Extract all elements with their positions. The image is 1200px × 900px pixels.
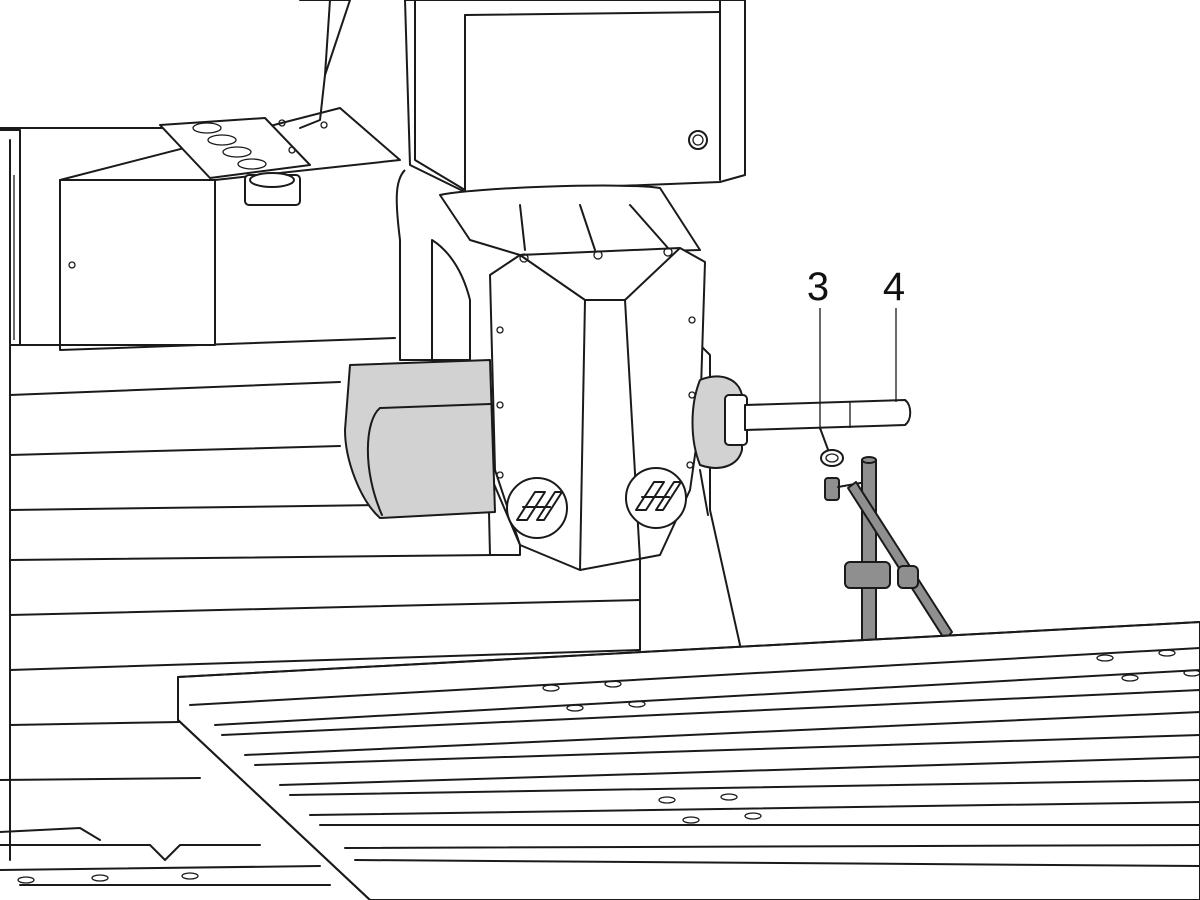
- tool-changer: [59, 0, 401, 346]
- machine-table: [177, 621, 1200, 900]
- logo-right: [625, 467, 687, 529]
- callout-3-label: 3: [807, 265, 829, 309]
- callout-4: 4: [883, 265, 905, 402]
- callout-4-label: 4: [883, 265, 905, 309]
- spindle-head: [404, 0, 746, 193]
- logo-left: [506, 477, 568, 539]
- rotary-head: [487, 247, 706, 571]
- motor-housing: [344, 359, 496, 519]
- callout-3: 3: [807, 265, 829, 430]
- dial-indicator: [819, 427, 867, 501]
- test-bar: [744, 399, 912, 431]
- machine-enclosure: [0, 127, 641, 886]
- spindle-face: [691, 375, 748, 469]
